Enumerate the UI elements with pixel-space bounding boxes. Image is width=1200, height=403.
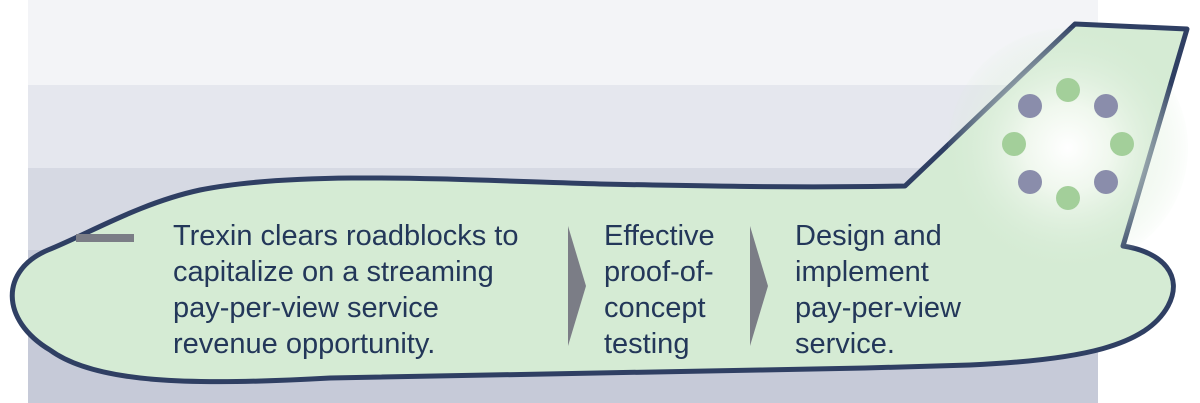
background-band — [28, 85, 1098, 168]
step-2-text: Effective proof-of- concept testing — [604, 220, 715, 360]
logo-dot-green — [1056, 78, 1080, 102]
logo-dot-green — [1056, 186, 1080, 210]
chevron-right-icon — [568, 226, 586, 346]
logo-dot-purple — [1018, 170, 1042, 194]
step-3-text: Design and implement pay-per-view servic… — [795, 220, 961, 360]
logo-dot-purple — [1018, 94, 1042, 118]
logo-dot-green — [1002, 132, 1026, 156]
background-band — [28, 0, 1098, 85]
logo-dot-purple — [1094, 170, 1118, 194]
logo-dot-green — [1110, 132, 1134, 156]
step-1-text: Trexin clears roadblocks to capitalize o… — [173, 220, 519, 360]
chevron-right-icon — [750, 226, 768, 346]
airplane-fuselage — [9, 21, 1190, 385]
cockpit-window — [76, 234, 134, 242]
logo-dot-purple — [1094, 94, 1118, 118]
logo-dot-ring — [1002, 78, 1134, 210]
tail-glow — [948, 28, 1188, 268]
